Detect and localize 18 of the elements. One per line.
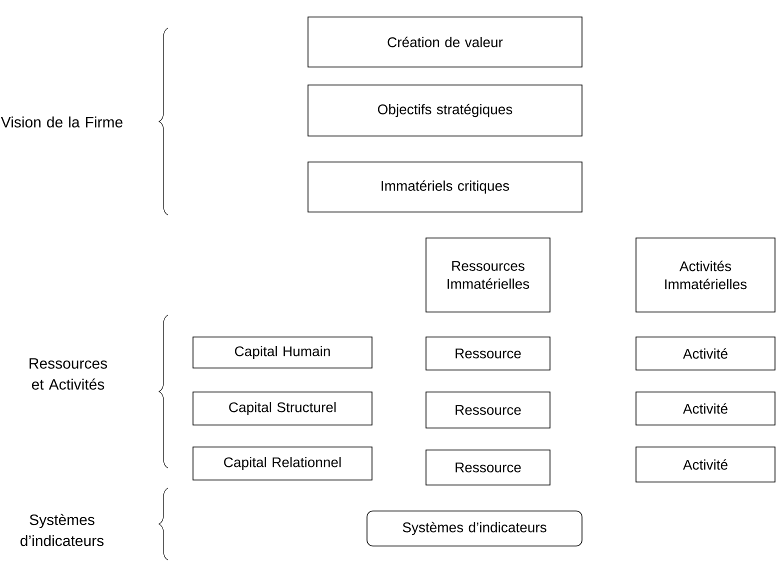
process-box: Capital Structurel: [192, 392, 372, 426]
process-box: Activité: [636, 446, 776, 482]
indicator-box: Systèmes d’indicateurs: [366, 510, 582, 546]
process-box: Objectifs stratégiques: [308, 84, 582, 136]
process-box: Ressource: [426, 450, 550, 486]
process-box: Activité: [636, 336, 776, 370]
section-label: Systèmes d’indicateurs: [20, 514, 104, 546]
process-box: Création de valeur: [308, 16, 582, 68]
process-box: Ressource: [426, 336, 550, 370]
section-label: Ressources et Activités: [30, 358, 108, 390]
process-box: Capital Relationnel: [192, 446, 372, 480]
process-box: Ressources Immatérielles: [426, 238, 550, 312]
process-box: Activités Immatérielles: [636, 238, 776, 312]
process-box: Activité: [636, 392, 776, 426]
process-box: Capital Humain: [192, 336, 372, 368]
section-label: Vision de la Firme: [0, 116, 122, 128]
process-box: Immatériels critiques: [308, 162, 582, 212]
process-box: Ressource: [426, 392, 550, 428]
